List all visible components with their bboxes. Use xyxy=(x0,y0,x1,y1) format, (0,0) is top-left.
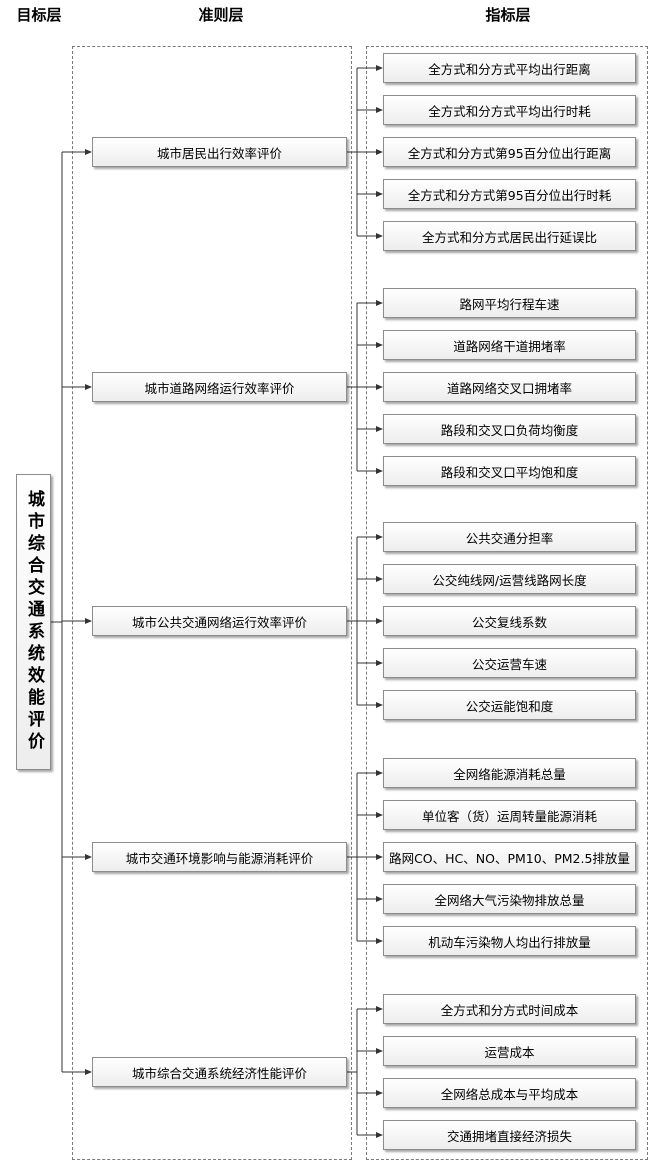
indicator-box-label: 全网络能源消耗总量 xyxy=(453,766,566,782)
criterion-box: 城市公共交通网络运行效率评价 xyxy=(92,606,347,636)
indicator-box: 公交复线系数 xyxy=(383,606,636,636)
indicator-box: 公共交通分担率 xyxy=(383,522,636,552)
indicator-box-label: 道路网络交叉口拥堵率 xyxy=(446,380,572,396)
indicator-box: 机动车污染物人均出行排放量 xyxy=(383,926,636,956)
indicator-box: 全网络大气污染物排放总量 xyxy=(383,884,636,914)
indicator-box: 公交运能饱和度 xyxy=(383,690,636,720)
indicator-box: 运营成本 xyxy=(383,1036,636,1066)
indicator-box-label: 路网CO、HC、NO、PM10、PM2.5排放量 xyxy=(389,850,630,866)
indicator-box-label: 全网络总成本与平均成本 xyxy=(440,1086,579,1102)
indicator-box: 全网络总成本与平均成本 xyxy=(383,1078,636,1108)
criterion-box: 城市道路网络运行效率评价 xyxy=(92,372,347,402)
criterion-box-label: 城市交通环境影响与能源消耗评价 xyxy=(125,850,314,866)
indicator-box-label: 路网平均行程车速 xyxy=(459,296,560,312)
criterion-box-label: 城市综合交通系统经济性能评价 xyxy=(131,1065,307,1081)
indicator-box: 公交运营车速 xyxy=(383,648,636,678)
indicator-box: 全方式和分方式第95百分位出行距离 xyxy=(383,137,636,167)
criterion-box-label: 城市道路网络运行效率评价 xyxy=(144,380,295,396)
indicator-box-label: 交通拥堵直接经济损失 xyxy=(446,1128,572,1144)
indicator-box: 道路网络交叉口拥堵率 xyxy=(383,372,636,402)
indicator-box: 路网平均行程车速 xyxy=(383,288,636,318)
criterion-box-label: 城市居民出行效率评价 xyxy=(156,145,282,161)
criteria-layer-header: 准则层 xyxy=(198,6,244,24)
indicator-layer-header: 指标层 xyxy=(485,6,531,24)
indicator-box-label: 公交纯线网/运营线路网长度 xyxy=(432,572,587,588)
indicator-box: 路网CO、HC、NO、PM10、PM2.5排放量 xyxy=(383,842,636,872)
indicator-box-label: 公交复线系数 xyxy=(471,614,547,630)
indicator-box-label: 全方式和分方式平均出行距离 xyxy=(428,61,591,77)
criterion-box: 城市居民出行效率评价 xyxy=(92,137,347,167)
indicator-box-label: 路段和交叉口平均饱和度 xyxy=(440,464,579,480)
goal-label: 城市综合交通系统效能评价 xyxy=(24,490,44,754)
indicator-box-label: 全方式和分方式平均出行时耗 xyxy=(428,103,591,119)
indicator-box: 全方式和分方式时间成本 xyxy=(383,994,636,1024)
indicator-box-label: 全方式和分方式第95百分位出行距离 xyxy=(407,145,612,161)
indicator-box-label: 公交运营车速 xyxy=(471,656,547,672)
indicator-box-label: 单位客（货）运周转量能源消耗 xyxy=(421,808,597,824)
criterion-box: 城市综合交通系统经济性能评价 xyxy=(92,1057,347,1087)
indicator-box: 全方式和分方式平均出行时耗 xyxy=(383,95,636,125)
indicator-box: 交通拥堵直接经济损失 xyxy=(383,1120,636,1150)
criteria-layer-panel xyxy=(72,46,352,1160)
indicator-box-label: 机动车污染物人均出行排放量 xyxy=(428,934,591,950)
indicator-box-label: 全方式和分方式第95百分位出行时耗 xyxy=(407,187,612,203)
indicator-box: 路段和交叉口平均饱和度 xyxy=(383,456,636,486)
indicator-box: 全方式和分方式平均出行距离 xyxy=(383,53,636,83)
indicator-layer-panel xyxy=(366,46,648,1160)
indicator-box: 全网络能源消耗总量 xyxy=(383,758,636,788)
indicator-box-label: 公共交通分担率 xyxy=(465,530,554,546)
goal-box: 城市综合交通系统效能评价 xyxy=(16,474,51,770)
indicator-box: 全方式和分方式第95百分位出行时耗 xyxy=(383,179,636,209)
indicator-box-label: 全网络大气污染物排放总量 xyxy=(434,892,585,908)
indicator-box: 公交纯线网/运营线路网长度 xyxy=(383,564,636,594)
indicator-box-label: 全方式和分方式时间成本 xyxy=(440,1002,579,1018)
goal-layer-header: 目标层 xyxy=(16,6,62,24)
criterion-box-label: 城市公共交通网络运行效率评价 xyxy=(131,614,307,630)
indicator-box-label: 运营成本 xyxy=(484,1044,535,1060)
indicator-box-label: 全方式和分方式居民出行延误比 xyxy=(421,229,597,245)
indicator-box-label: 路段和交叉口负荷均衡度 xyxy=(440,422,579,438)
indicator-box: 路段和交叉口负荷均衡度 xyxy=(383,414,636,444)
criterion-box: 城市交通环境影响与能源消耗评价 xyxy=(92,842,347,872)
indicator-box-label: 道路网络干道拥堵率 xyxy=(453,338,566,354)
indicator-box: 全方式和分方式居民出行延误比 xyxy=(383,221,636,251)
indicator-box-label: 公交运能饱和度 xyxy=(465,698,554,714)
indicator-box: 单位客（货）运周转量能源消耗 xyxy=(383,800,636,830)
indicator-box: 道路网络干道拥堵率 xyxy=(383,330,636,360)
